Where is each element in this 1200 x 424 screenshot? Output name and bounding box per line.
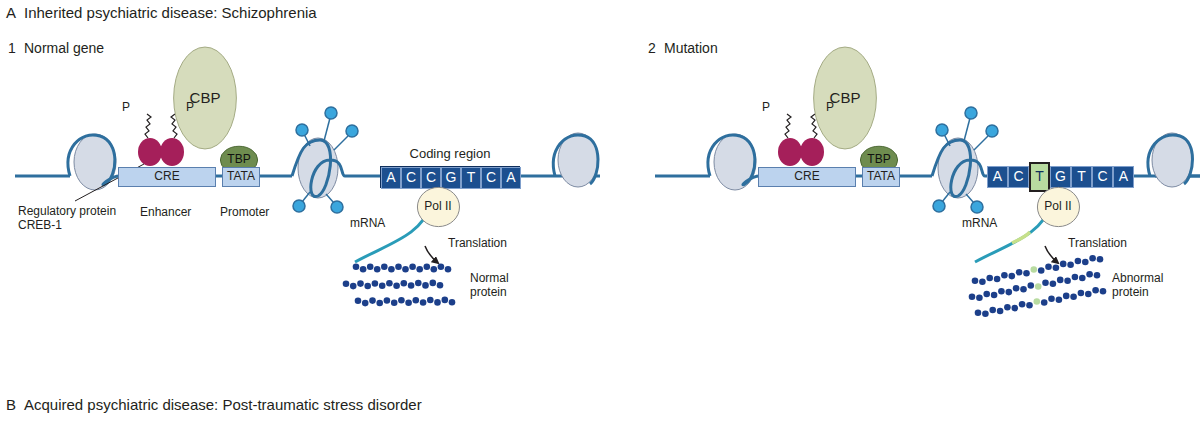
base-cell: C: [1092, 166, 1113, 188]
phosphate-label: P: [122, 100, 130, 114]
mutated-base: T: [1029, 162, 1050, 192]
promoter-box: TATA: [222, 167, 260, 187]
node-text: TBP: [867, 153, 890, 166]
subpanel-heading: Normal gene: [24, 40, 104, 57]
mrna-label: mRNA: [350, 216, 385, 230]
base-cell: A: [987, 166, 1008, 188]
node-text: CRE: [794, 170, 819, 183]
base-cell: C: [421, 167, 441, 189]
region-heading: Coding region: [410, 147, 491, 161]
subpanel-number: 1: [8, 40, 16, 57]
base-cell: A: [501, 167, 521, 189]
cbp-protein: CBP: [173, 46, 237, 150]
subpanel-number: 2: [648, 40, 656, 57]
node-text: TATA: [867, 170, 895, 183]
node-text: T: [1077, 169, 1086, 184]
node-text: CBP: [190, 90, 221, 107]
node-text: A: [993, 169, 1002, 184]
node-text: C: [1013, 169, 1023, 184]
enhancer-box: CRE: [118, 167, 216, 187]
phosphate-label: P: [186, 100, 194, 114]
pol-ii: Pol II: [1037, 187, 1080, 227]
node-text: CBP: [830, 90, 861, 107]
product-label: Normal protein: [470, 271, 530, 300]
coding-region: Coding regionACCGTCA: [380, 166, 520, 188]
node-text: Pol II: [1044, 200, 1071, 213]
phosphate-label: P: [762, 100, 770, 114]
node-text: A: [506, 170, 515, 185]
promoter-box: TATA: [862, 167, 900, 187]
base-cell: T: [1071, 166, 1092, 188]
node-text: T: [467, 170, 476, 185]
panel-heading: Inherited psychiatric disease: Schizophr…: [24, 4, 317, 22]
node-text: CRE: [154, 170, 179, 183]
node-text: G: [446, 170, 457, 185]
node-text: T: [1035, 169, 1044, 184]
base-cell: T: [461, 167, 481, 189]
node-text: G: [1055, 169, 1066, 184]
base-cell: A: [381, 167, 401, 189]
node-text: C: [1097, 169, 1107, 184]
base-cell: G: [441, 167, 461, 189]
phosphate-label: P: [826, 100, 834, 114]
panel-letter: A: [6, 4, 16, 22]
protein-label: Regulatory protein CREB-1: [18, 204, 130, 233]
node-text: C: [406, 170, 416, 185]
panel-letter: B: [6, 396, 16, 414]
base-cell: C: [481, 167, 501, 189]
region-label: Promoter: [220, 205, 269, 219]
node-text: Pol II: [424, 200, 451, 213]
mrna-label: mRNA: [962, 216, 997, 230]
enhancer-box: CRE: [758, 167, 856, 187]
base-cell: G: [1050, 166, 1071, 188]
cbp-protein: CBP: [813, 46, 877, 150]
process-label: Translation: [1068, 236, 1127, 250]
base-cell: C: [401, 167, 421, 189]
gene-panel-2: [655, 107, 1200, 213]
node-text: A: [386, 170, 395, 185]
subpanel-heading: Mutation: [664, 40, 718, 57]
pol-ii: Pol II: [417, 187, 460, 227]
product-label: Abnormal protein: [1112, 271, 1187, 300]
gene-panel-1: [15, 107, 560, 213]
base-cell: C: [1008, 166, 1029, 188]
base-cell: A: [1113, 166, 1134, 188]
node-text: TBP: [227, 153, 250, 166]
node-text: C: [486, 170, 496, 185]
region-label: Enhancer: [140, 205, 191, 219]
protein-chains: [343, 255, 1107, 317]
panel-heading: Acquired psychiatric disease: Post-traum…: [24, 396, 422, 414]
process-label: Translation: [448, 236, 507, 250]
node-text: C: [426, 170, 436, 185]
node-text: A: [1119, 169, 1128, 184]
node-text: TATA: [227, 170, 255, 183]
